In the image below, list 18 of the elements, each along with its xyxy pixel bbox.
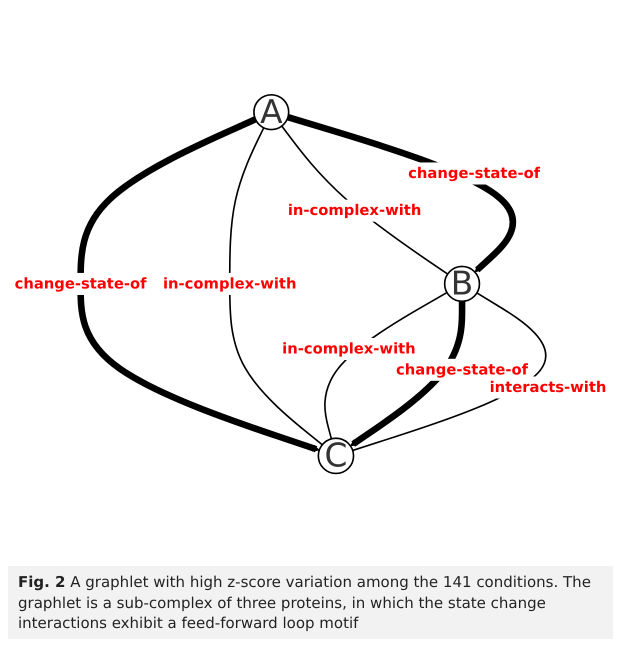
connector: [281, 126, 448, 275]
figure-caption: Fig. 2 A graphlet with high z-score variation among the 141 conditions. The graphlet is a sub-complex of three proteins, in which the state change interactions exhibit a feed-forward loop motif: [8, 566, 613, 639]
edge-label: in-complex-with: [288, 202, 422, 220]
arrow: [287, 114, 516, 273]
edge-label: in-complex-with: [282, 340, 416, 358]
arrow: [77, 116, 320, 452]
edge-label: change-state-of: [408, 164, 540, 182]
edge-label: change-state-of: [14, 275, 147, 293]
connector: [352, 292, 546, 452]
node-circle: [444, 266, 480, 302]
edge-label: interacts-with: [490, 378, 606, 396]
connector: [228, 128, 323, 446]
edge-label: change-state-of: [396, 361, 528, 378]
graph-diagram: change-state-of in-complex-with change-state-of in-complex-with in-complex-with change-state-of interacts-with A B C: [8, 81, 613, 488]
arrow: [350, 301, 466, 447]
node-circle: [318, 438, 354, 474]
node-circle: [253, 94, 290, 130]
edge-label: in-complex-with: [162, 275, 296, 293]
